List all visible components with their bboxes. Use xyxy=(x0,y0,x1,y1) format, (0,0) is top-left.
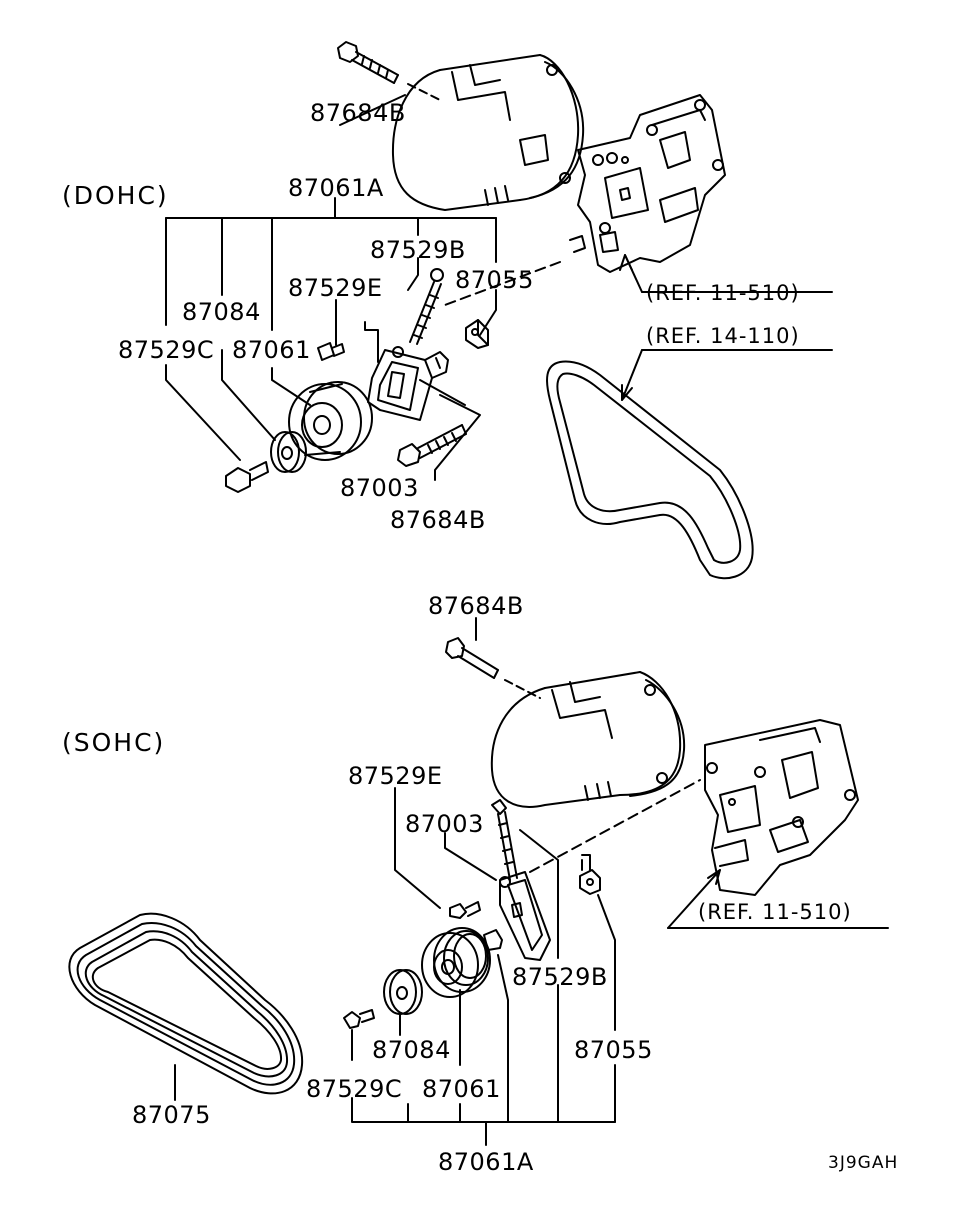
sohc-bolt-87529C xyxy=(343,1009,375,1029)
sohc-stud xyxy=(483,929,503,951)
dohc-label-87529E: 87529E xyxy=(288,274,383,302)
sohc-pulley-87061 xyxy=(421,927,491,998)
sohc-bolt-87529B xyxy=(491,799,518,881)
sohc-label-87529E: 87529E xyxy=(348,762,443,790)
sohc-nut-87055 xyxy=(579,869,601,895)
sohc-bolt-87529E xyxy=(449,901,481,919)
sohc-engine-bracket xyxy=(704,719,859,896)
dohc-bracket-ref-arrow xyxy=(619,254,633,271)
dohc-washer-87084 xyxy=(270,431,307,473)
dohc-label-87684B-bottom: 87684B xyxy=(390,506,486,534)
sohc-washer-87084 xyxy=(383,969,423,1015)
diagram-code: 3J9GAH xyxy=(828,1153,899,1173)
sohc-label-87003: 87003 xyxy=(405,810,484,838)
dohc-pulley-87061 xyxy=(288,381,373,461)
dohc-belt-ref-leader xyxy=(621,349,643,401)
dohc-tensioner-87003 xyxy=(367,346,449,421)
sohc-leader-lines xyxy=(351,787,616,1123)
sohc-label-87684B: 87684B xyxy=(428,592,524,620)
sohc-assembly xyxy=(68,617,889,1146)
dohc-belt-ref-arrow xyxy=(621,384,633,401)
dohc-bolt-87529B xyxy=(409,268,444,345)
dohc-engine-bracket xyxy=(569,94,726,273)
dohc-nut-87055 xyxy=(465,319,489,349)
dohc-v-belt xyxy=(546,360,754,580)
dohc-bolt-87684B-top xyxy=(337,41,441,126)
sohc-label-87084: 87084 xyxy=(372,1036,451,1064)
sohc-dashed-leader-2 xyxy=(581,854,591,871)
dohc-label-87061A: 87061A xyxy=(288,174,384,202)
dohc-label-87529B: 87529B xyxy=(370,236,466,264)
dohc-ref-bracket: (REF. 11-510) xyxy=(646,281,800,305)
dohc-bolt-87529E xyxy=(317,342,345,361)
sohc-label-87061A: 87061A xyxy=(438,1148,534,1176)
dohc-bolt-87529C xyxy=(225,461,269,493)
dohc-label-87529C: 87529C xyxy=(118,336,215,364)
dohc-bolt-87684B-lower xyxy=(397,424,467,467)
sohc-dashed-leader xyxy=(529,779,701,873)
sohc-label-87061: 87061 xyxy=(422,1075,501,1103)
sohc-label-87055: 87055 xyxy=(574,1036,653,1064)
sohc-bracket-ref-leader xyxy=(667,869,721,929)
dohc-label-87003: 87003 xyxy=(340,474,419,502)
dohc-87061A-bracket-lines xyxy=(165,197,497,331)
sohc-section-title: (SOHC) xyxy=(62,728,166,757)
dohc-label-87061: 87061 xyxy=(232,336,311,364)
sohc-v-belt-87075 xyxy=(68,912,304,1095)
sohc-compressor-drawing xyxy=(490,671,686,808)
sohc-tensioner-87003 xyxy=(499,871,551,961)
sohc-bolt-87684B xyxy=(445,617,541,699)
dohc-ref-belt: (REF. 14-110) xyxy=(646,324,800,348)
sohc-ref-bracket: (REF. 11-510) xyxy=(698,900,852,924)
dohc-label-87084: 87084 xyxy=(182,298,261,326)
dohc-section-title: (DOHC) xyxy=(62,181,169,210)
sohc-bracket-ref-arrow xyxy=(707,869,721,885)
sohc-87061A-bracket-lines xyxy=(351,984,616,1146)
sohc-label-87529C: 87529C xyxy=(306,1075,403,1103)
sohc-label-87529B: 87529B xyxy=(512,963,608,991)
dohc-label-87055: 87055 xyxy=(455,266,534,294)
dohc-label-87684B-top: 87684B xyxy=(310,99,406,127)
dohc-compressor-drawing xyxy=(391,54,585,211)
sohc-label-87075: 87075 xyxy=(132,1101,211,1129)
dohc-assembly xyxy=(165,41,833,580)
